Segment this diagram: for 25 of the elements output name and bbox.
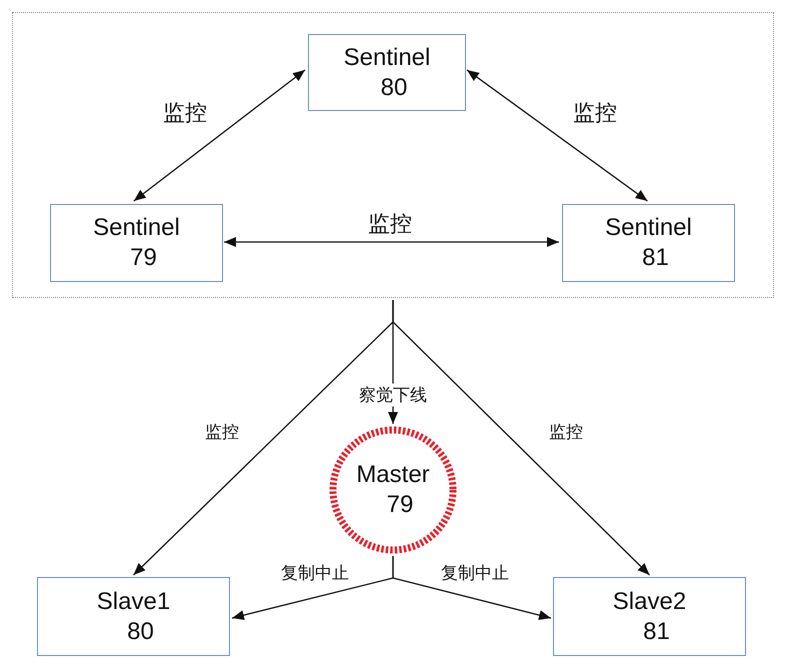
box-label: 81 — [641, 243, 669, 273]
arrow — [133, 69, 306, 202]
box-label: 81 — [642, 616, 670, 646]
server-box — [553, 577, 746, 656]
box-label: 80 — [126, 616, 154, 646]
server-box — [562, 204, 735, 282]
box-label: Slave1 — [96, 586, 170, 616]
group-frame — [12, 12, 774, 298]
box-label: 80 — [380, 72, 408, 102]
arrow — [466, 69, 648, 202]
box-label: 79 — [386, 490, 414, 520]
box-label: 79 — [129, 243, 157, 273]
master-circle — [329, 426, 457, 554]
box-label: Sentinel — [93, 213, 180, 243]
arrow — [392, 556, 552, 620]
box-label: Master — [356, 460, 430, 490]
edge-label: 察觉下线 — [357, 384, 429, 406]
server-box — [50, 204, 223, 282]
box-label: Slave2 — [612, 586, 686, 616]
server-box — [37, 577, 230, 656]
server-box — [308, 34, 466, 111]
box-label: Sentinel — [344, 42, 430, 72]
arrow — [224, 237, 559, 247]
arrow — [392, 300, 650, 576]
box-label: Sentinel — [605, 213, 692, 243]
